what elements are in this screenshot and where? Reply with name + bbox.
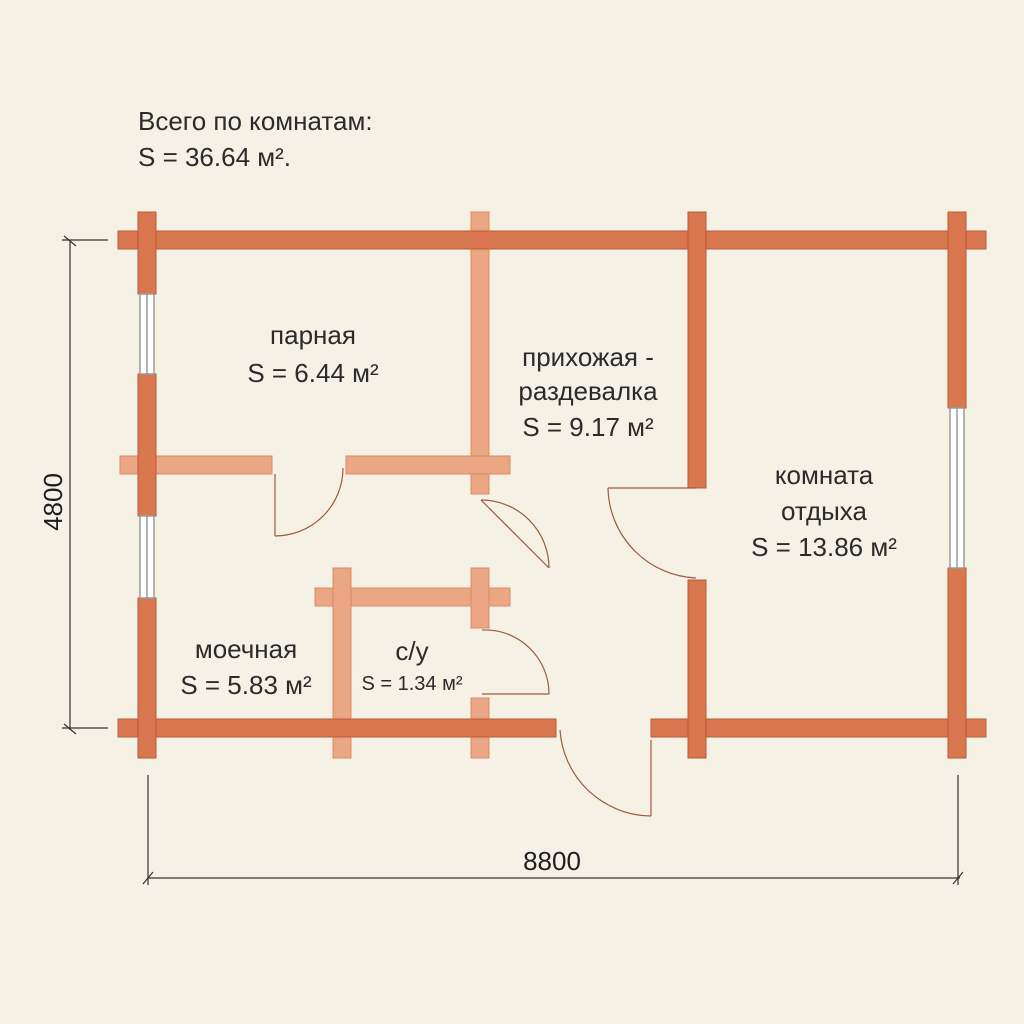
wall-south-right [650,718,987,738]
room-su: с/у S = 1.34 м² [361,636,462,695]
room-su-name: с/у [395,636,428,666]
room-prihozhaya: прихожая - раздевалка S = 9.17 м² [518,342,658,442]
wall-partition-lower [687,579,707,759]
room-parnaya: парная S = 6.44 м² [247,320,379,388]
wall-north [117,230,987,250]
summary-total-suffix: . [284,142,291,172]
room-komnata-name-2: отдыха [781,496,868,526]
room-prihozhaya-area: S = 9.17 м² [522,412,654,442]
wall-west-3 [137,597,157,759]
door-su [481,629,550,695]
wall-west-1 [137,211,157,295]
window-west-upper [139,293,155,375]
summary-title: Всего по комнатам: [138,106,373,136]
door-prihozhaya [480,499,550,569]
summary-total: S = 36.64 м². [138,142,291,172]
dimension-width: 8800 [523,846,581,876]
wall-su-north [314,587,511,607]
window-west-lower [139,515,155,599]
room-su-area: S = 1.34 м² [361,673,462,695]
room-moechnaya-name: моечная [195,634,297,664]
dimension-height: 4800 [38,473,68,531]
wall-parnaya-south-left [119,455,273,475]
dimension-lines [62,235,964,885]
wall-east-2 [947,567,967,759]
wall-parnaya-east [470,211,490,495]
windows [139,293,965,599]
room-moechnaya: моечная S = 5.83 м² [180,634,312,700]
room-prihozhaya-name-2: раздевалка [518,376,658,406]
room-moechnaya-area: S = 5.83 м² [180,670,312,700]
room-komnata: комната отдыха S = 13.86 м² [751,460,897,562]
wall-south-left [117,718,557,738]
door-komnata [607,487,697,579]
summary-total-value: S = 36.64 м² [138,142,284,172]
outer-walls [117,211,987,759]
room-prihozhaya-name-1: прихожая - [522,342,654,372]
wall-parnaya-south-right [345,455,511,475]
room-komnata-name-1: комната [775,460,874,490]
wall-su-east-upper [470,567,490,629]
room-parnaya-area: S = 6.44 м² [247,358,379,388]
room-parnaya-name: парная [270,320,356,350]
inner-walls [119,211,511,759]
room-komnata-area: S = 13.86 м² [751,532,897,562]
wall-partition-upper [687,211,707,489]
wall-east-1 [947,211,967,409]
window-east [949,407,965,569]
door-entrance [559,729,652,817]
door-parnaya [274,467,344,537]
doors [274,467,697,817]
wall-su-west [332,567,352,759]
wall-west-2 [137,373,157,517]
